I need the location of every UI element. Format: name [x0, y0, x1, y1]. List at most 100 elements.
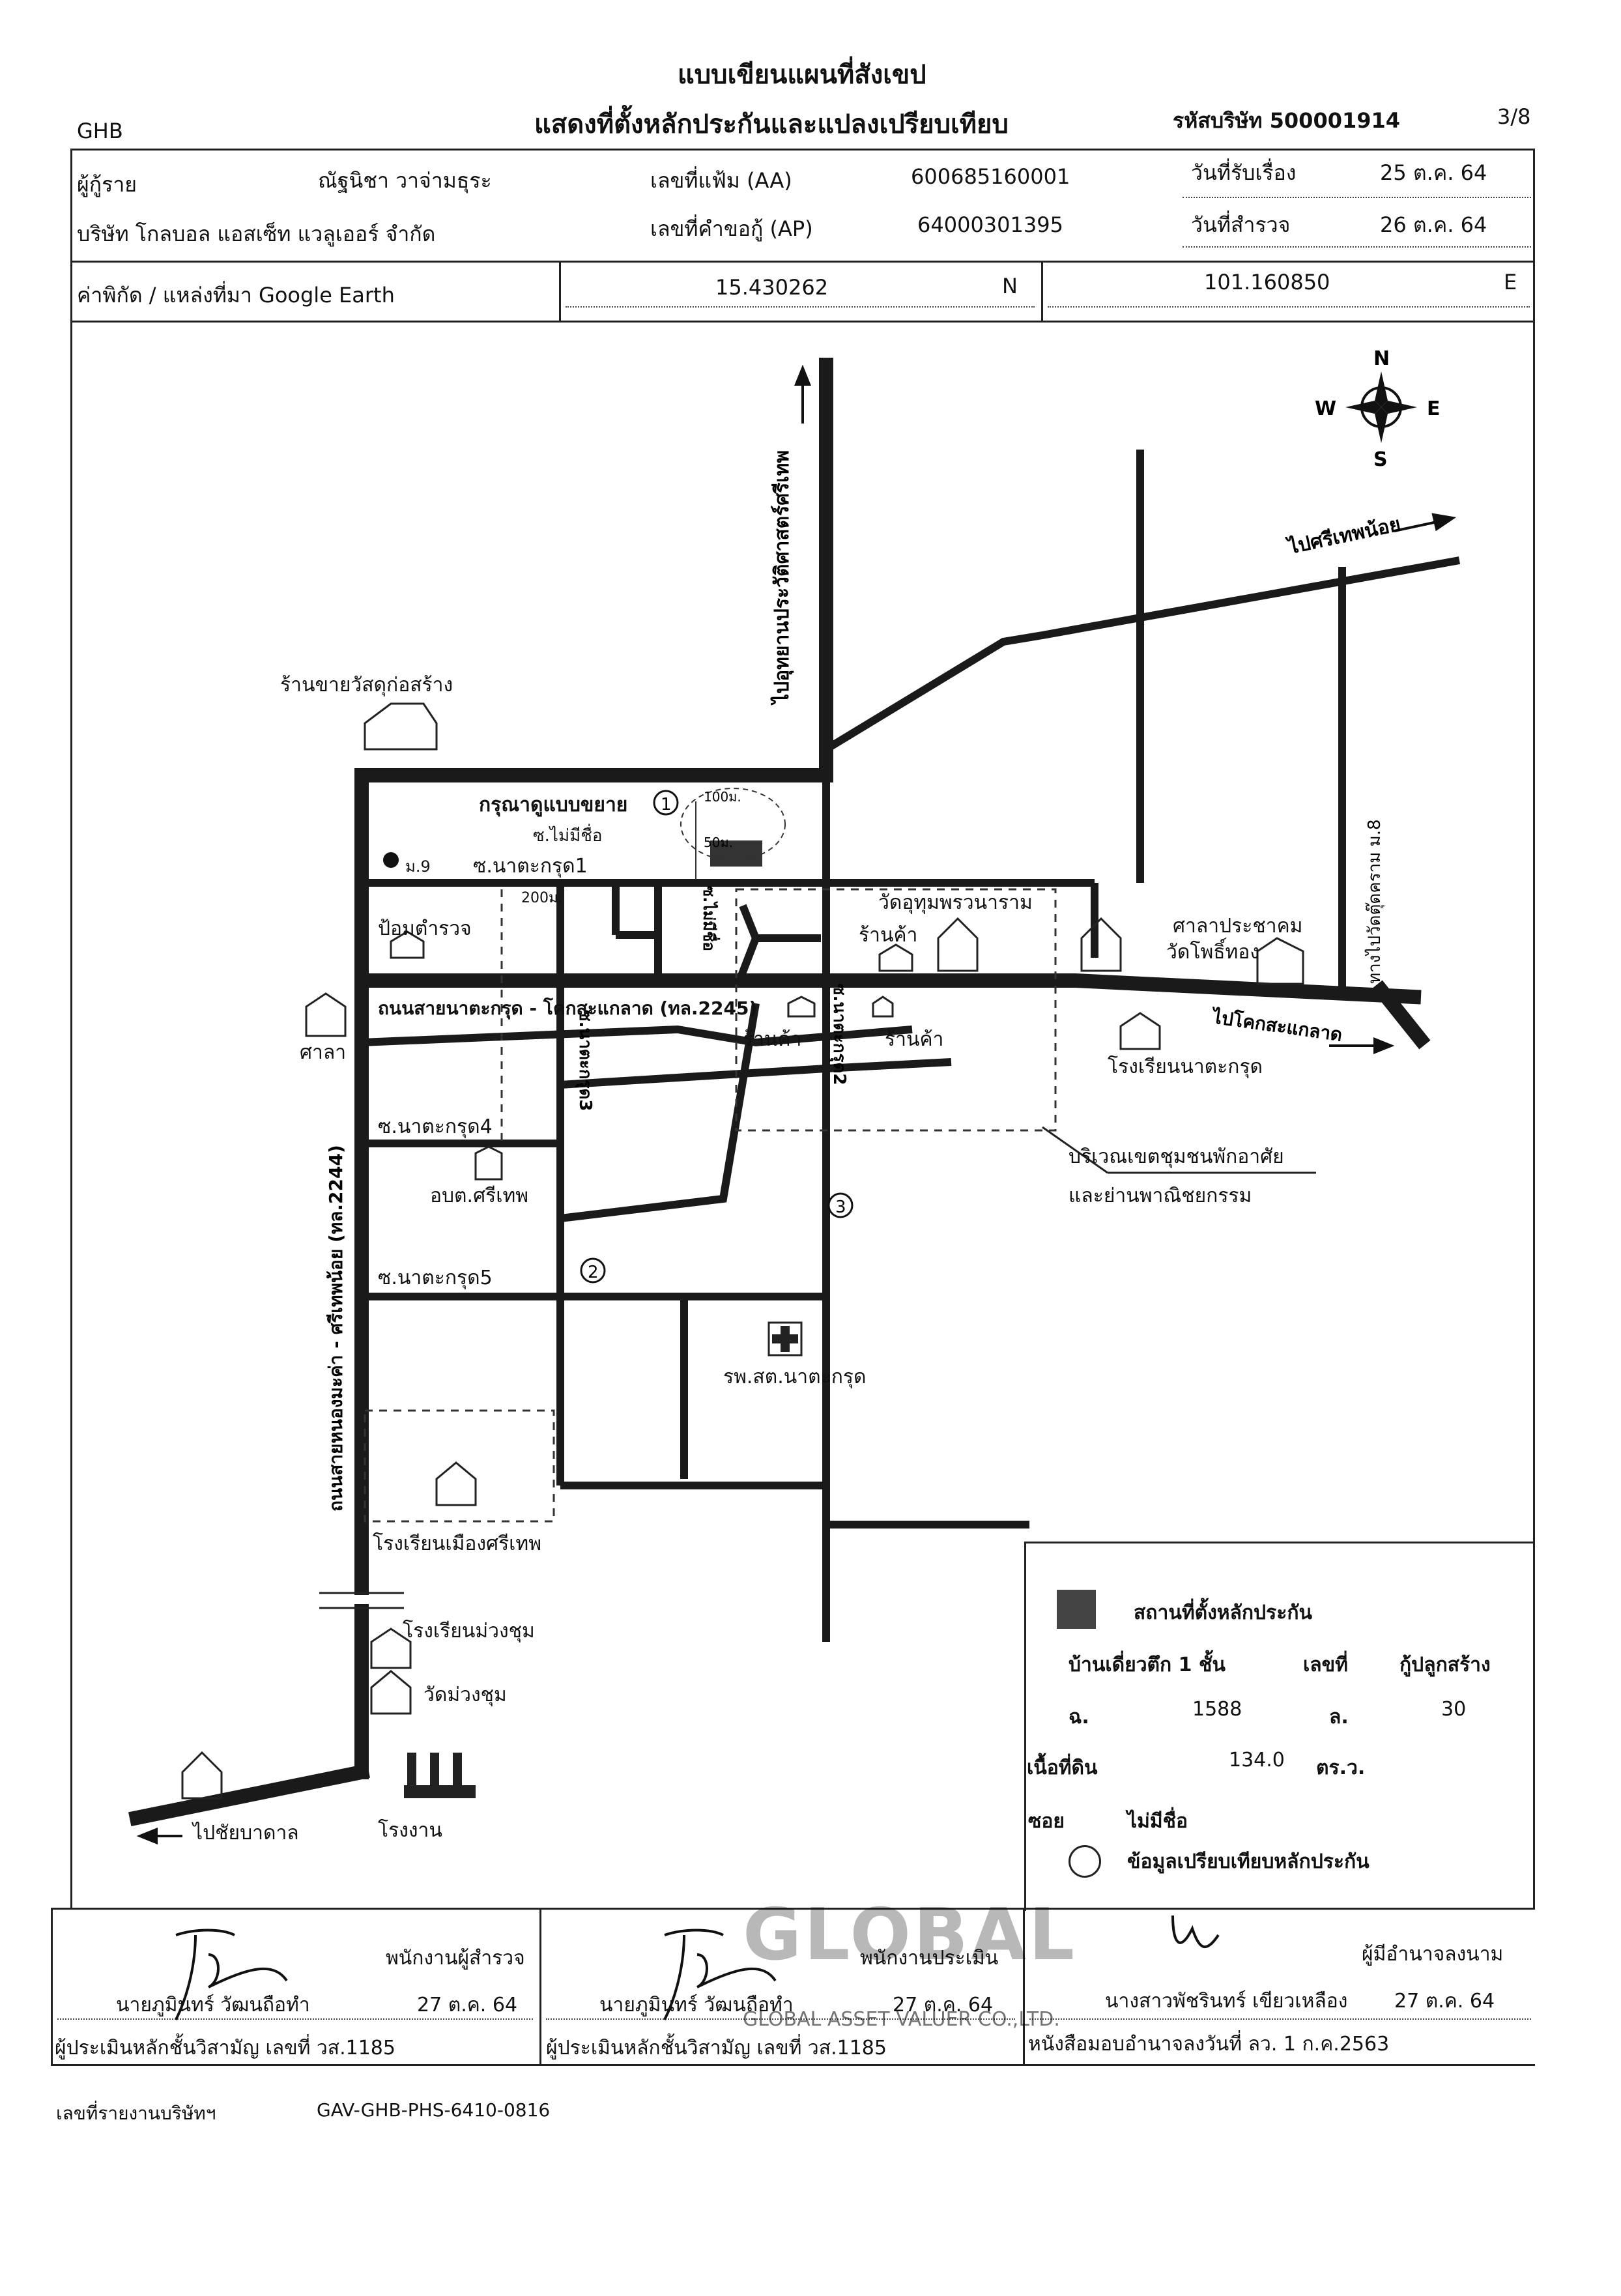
label-wat-muangchum: วัดม่วงชุม: [423, 1684, 507, 1706]
moo9-dot: [383, 852, 399, 868]
hospital-icon: [767, 1321, 803, 1356]
latitude: 15.430262: [715, 275, 829, 300]
factory-icon: [404, 1753, 476, 1798]
label-community-area1: บริเวณเขตชุมชนพักอาศัย: [1069, 1145, 1284, 1168]
compass-s: S: [1373, 448, 1388, 471]
legend-lot-label: ล.: [1329, 1706, 1349, 1729]
page-number: 3/8: [1497, 104, 1531, 129]
shop2-icon: [787, 996, 816, 1018]
legend-lot-no: 30: [1441, 1698, 1467, 1721]
label-to-wat-chao: ทางไปวัดตุ๊ดคราม ม.8: [1364, 819, 1384, 984]
legend-area-label: เนื้อที่ดิน: [1027, 1757, 1098, 1779]
label-soi-nakrung2: ซ.นาตะกรุด2: [829, 984, 849, 1085]
label-soi-unnamed-v: ซ.ไม่มีชื่อ: [700, 886, 721, 951]
collateral-marker: [710, 840, 762, 867]
sig1-license: ผู้ประเมินหลักชั้นวิสามัญ เลขที่ วส.1185: [55, 2037, 395, 2059]
temple-phothong-icon: [1080, 917, 1122, 972]
sig3-name: นางสาวพัชรินทร์ เขียวเหลือง: [1105, 1990, 1348, 2013]
longitude-dir: E: [1504, 270, 1517, 294]
sig3-auth: หนังสือมอบอำนาจลงวันที่ ลว. 1 ก.ค.2563: [1028, 2033, 1390, 2056]
road-to-srithep: [824, 556, 1461, 753]
label-highway: ถนนสายหนองมะค่า - ศรีเทพน้อย (ทล.2244): [325, 1145, 347, 1512]
bank-code: GHB: [77, 119, 123, 143]
label-shop3: ร้านค้า: [885, 1028, 944, 1051]
label-school-muang: โรงเรียนเมืองศรีเทพ: [373, 1532, 541, 1555]
label-dist-50: 50ม.: [704, 835, 733, 850]
temple-chaibadan-icon: [181, 1751, 223, 1800]
file-no-label: เลขที่แฟ้ม (AA): [650, 168, 792, 193]
school-muangchum-icon: [370, 1628, 412, 1669]
legend-area-unit: ตร.ว.: [1316, 1757, 1366, 1779]
latitude-dir: N: [1002, 274, 1018, 298]
borrower-name: ณัฐนิชา วาจ่ามธุระ: [318, 168, 492, 193]
shop-icon: [878, 943, 913, 972]
sig1-role: พนักงานผู้สำรวจ: [386, 1947, 525, 1970]
label-police: ป้อมตำรวจ: [378, 917, 472, 940]
sig2-name: นายภูมินทร์ วัฒนถือทำ: [599, 1994, 794, 2016]
received-date: 25 ต.ค. 64: [1380, 160, 1487, 185]
legend-no-value: กู้ปลูกสร้าง: [1399, 1654, 1491, 1676]
label-soi-nakrung5: ซ.นาตะกรุด5: [378, 1267, 493, 1289]
label-hospital: รพ.สต.นาตะกรุด: [723, 1366, 867, 1388]
shala-community-icon: [1256, 937, 1304, 985]
legend-collateral: สถานที่ตั้งหลักประกัน: [1134, 1601, 1312, 1624]
doc-title: แบบเขียนแผนที่สังเขป: [678, 60, 926, 90]
loan-req-label: เลขที่คำขอกู้ (AP): [650, 216, 813, 241]
label-dist-200: 200ม.: [521, 890, 563, 906]
label-community-area2: และย่านพาณิชยกรรม: [1069, 1184, 1252, 1207]
sig2-date: 27 ต.ค. 64: [893, 1994, 994, 2016]
label-soi-unnamed: ซ.ไม่มีชื่อ: [533, 826, 603, 846]
compass-n: N: [1373, 347, 1390, 370]
borrower-label: ผู้กู้ราย: [77, 172, 137, 197]
marker-3: 3: [835, 1198, 846, 1217]
stamp-text: GLOBAL ASSET VALUER CO.,LTD.: [743, 2008, 1060, 2031]
compass-w: W: [1315, 397, 1336, 420]
sig3-date: 27 ต.ค. 64: [1394, 1990, 1495, 2013]
file-no: 600685160001: [911, 164, 1070, 189]
road-to-chaibadan: [128, 1764, 370, 1826]
legend-compare: ข้อมูลเปรียบเทียบหลักประกัน: [1127, 1850, 1370, 1873]
label-shop: ร้านค้า: [859, 924, 918, 947]
legend-soi-value: ไม่มีชื่อ: [1127, 1810, 1188, 1833]
label-soi-nakrung3: ซ.นาตะกรุด3: [575, 1010, 595, 1111]
label-to-chaibadan: ไปชัยบาดาล: [193, 1822, 299, 1844]
longitude: 101.160850: [1204, 270, 1330, 294]
label-road-top: ไปอุทยานประวัติศาสตร์ศรีเทพ: [770, 450, 794, 706]
collateral-legend-swatch: [1057, 1590, 1096, 1629]
shala-icon: [305, 992, 347, 1037]
police-icon: [390, 930, 425, 959]
school-nakrung-icon: [1119, 1012, 1161, 1050]
label-soi-nakrung1: ซ.นาตะกรุด1: [473, 855, 588, 878]
legend-house-type: บ้านเดี่ยวตึก 1 ชั้น: [1069, 1654, 1226, 1676]
compass-e: E: [1427, 397, 1441, 420]
compass-icon: [1345, 371, 1417, 443]
obt-icon: [474, 1145, 503, 1181]
marker-1: 1: [661, 795, 672, 814]
legend-area-value: 134.0: [1229, 1749, 1285, 1772]
label-wat-phothong: วัดโพธิ์ทอง: [1166, 941, 1259, 964]
shop3-icon: [872, 996, 894, 1018]
temple-icon: [937, 917, 979, 972]
received-label: วันที่รับเรื่อง: [1191, 160, 1297, 185]
label-shop2: ร้านค้า: [743, 1028, 802, 1051]
legend-soi-label: ซอย: [1028, 1810, 1065, 1833]
loan-req-no: 64000301395: [917, 212, 1063, 237]
report-label: เลขที่รายงานบริษัทฯ: [56, 2102, 216, 2124]
legend-chanote-no: 1588: [1192, 1698, 1242, 1721]
school-muang-icon: [435, 1461, 477, 1506]
sig3-role: ผู้มีอำนาจลงนาม: [1362, 1943, 1504, 1966]
company-name: บริษัท โกลบอล แอสเซ็ท แวลูเออร์ จำกัด: [77, 222, 436, 246]
doc-subtitle: แสดงที่ตั้งหลักประกันและแปลงเปรียบเทียบ: [534, 109, 1009, 139]
road-2245: [354, 973, 1422, 1005]
label-soi-nakrung4: ซ.นาตะกรุด4: [378, 1115, 493, 1138]
label-hardware-shop: ร้านขายวัสดุก่อสร้าง: [280, 674, 453, 696]
label-shala: ศาลา: [300, 1041, 347, 1064]
label-dist-100: 100ม.: [704, 789, 741, 805]
marker-2: 2: [588, 1263, 599, 1282]
compare-legend-circle: [1069, 1845, 1101, 1878]
label-school-nakrung: โรงเรียนนาตะกรุด: [1108, 1055, 1263, 1078]
label-factory: โรงงาน: [378, 1819, 442, 1842]
label-main-road: ถนนสายนาตะกรุด - โคกสะแกลาด (ทล.2245): [378, 997, 758, 1019]
report-number: GAV-GHB-PHS-6410-0816: [317, 2099, 551, 2121]
